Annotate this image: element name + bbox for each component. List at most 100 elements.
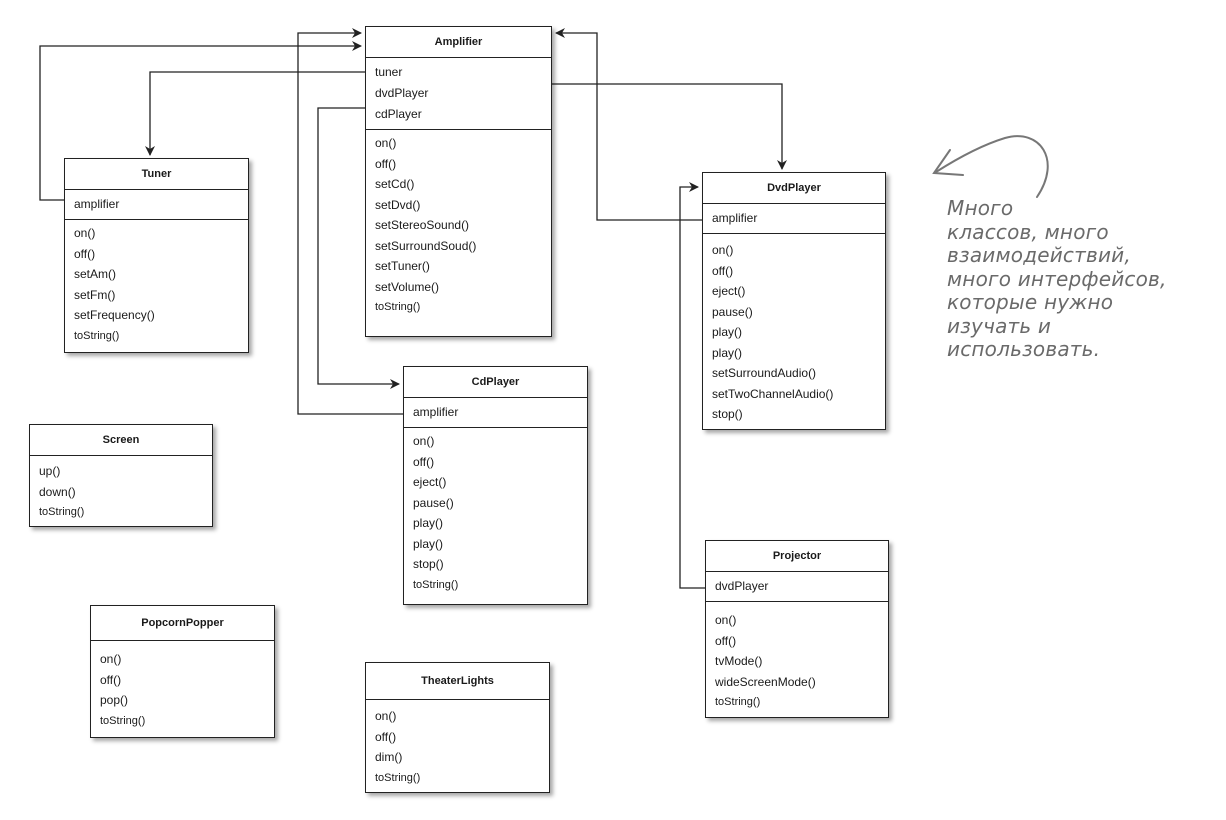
class-projector: Projector dvdPlayer on() off() tvMode() …: [705, 540, 889, 718]
method: dim(): [375, 750, 403, 764]
attribute: dvdPlayer: [375, 86, 429, 100]
attribute: dvdPlayer: [715, 579, 769, 593]
method: stop(): [712, 407, 743, 421]
attribute: amplifier: [413, 405, 459, 419]
class-title: Tuner: [65, 159, 248, 190]
method: toString(): [375, 771, 421, 784]
methods: on() off() setCd() setDvd() setStereoSou…: [366, 130, 551, 318]
method: pop(): [100, 693, 129, 707]
attribute: tuner: [375, 65, 403, 79]
method: on(): [712, 243, 734, 257]
attributes: amplifier: [65, 190, 248, 220]
method: stop(): [413, 557, 444, 571]
method: setTuner(): [375, 259, 430, 273]
class-amplifier: Amplifier tuner dvdPlayer cdPlayer on() …: [365, 26, 552, 337]
class-tuner: Tuner amplifier on() off() setAm() setFm…: [64, 158, 249, 353]
method: toString(): [74, 329, 120, 342]
methods: on() off() eject() pause() play() play()…: [404, 428, 587, 595]
method: play(): [712, 325, 743, 339]
handwritten-note: Много классов, много взаимодействий, мно…: [947, 196, 1217, 362]
method: tvMode(): [715, 654, 763, 668]
attribute: amplifier: [712, 211, 758, 225]
method: off(): [375, 156, 397, 171]
method: off(): [715, 633, 737, 648]
method: eject(): [413, 475, 447, 489]
method: on(): [100, 652, 122, 666]
method: on(): [413, 434, 435, 448]
methods: on() off() setAm() setFm() setFrequency(…: [65, 220, 248, 346]
method: toString(): [39, 506, 85, 518]
method: setAm(): [74, 267, 116, 281]
method: off(): [712, 263, 734, 278]
connector-amplifier-to-dvdplayer: [552, 83, 787, 170]
method: off(): [413, 454, 435, 469]
method: on(): [375, 709, 397, 723]
callout-arrowhead: [932, 149, 964, 176]
connector-cdplayer-to-amplifier: [297, 28, 403, 415]
method: on(): [715, 613, 737, 627]
method: off(): [375, 729, 397, 744]
method: play(): [413, 536, 444, 551]
attributes: dvdPlayer: [706, 572, 888, 602]
class-dvdplayer: DvdPlayer amplifier on() off() eject() p…: [702, 172, 886, 430]
methods: on() off() pop() toString(): [91, 641, 274, 731]
class-cdplayer: CdPlayer amplifier on() off() eject() pa…: [403, 366, 588, 605]
class-title: Amplifier: [366, 27, 551, 58]
class-screen: Screen up() down() toString(): [29, 424, 213, 527]
method: setFm(): [74, 287, 116, 302]
connector-amplifier-to-tuner: [145, 71, 365, 156]
method: up(): [39, 464, 61, 478]
method: setSurroundAudio(): [712, 366, 817, 380]
method: setStereoSound(): [375, 218, 470, 232]
method: on(): [375, 136, 397, 150]
note-line: взаимодействий,: [947, 243, 1131, 267]
method: eject(): [712, 284, 746, 298]
connector-amplifier-to-cdplayer: [317, 107, 400, 389]
method: pause(): [413, 495, 454, 510]
method: pause(): [712, 304, 753, 319]
note-line: которые нужно: [947, 290, 1114, 314]
attributes: amplifier: [703, 204, 885, 234]
class-popcorn-popper: PopcornPopper on() off() pop() toString(…: [90, 605, 275, 738]
method: toString(): [100, 714, 146, 727]
class-title: PopcornPopper: [91, 606, 274, 641]
class-title: CdPlayer: [404, 367, 587, 398]
note-line: использовать.: [947, 337, 1101, 361]
method: toString(): [375, 301, 421, 313]
method: play(): [413, 516, 444, 530]
note-line: много интерфейсов,: [947, 266, 1167, 291]
method: setTwoChannelAudio(): [712, 386, 834, 401]
attribute: amplifier: [74, 197, 120, 211]
method: setFrequency(): [74, 308, 155, 322]
method: off(): [74, 246, 96, 261]
class-title: Projector: [706, 541, 888, 572]
methods: on() off() dim() toString(): [366, 700, 549, 788]
methods: on() off() tvMode() wideScreenMode() toS…: [706, 602, 888, 713]
attributes: amplifier: [404, 398, 587, 428]
note-line: Много: [947, 196, 1014, 220]
method: wideScreenMode(): [715, 674, 816, 689]
connector-dvdplayer-to-amplifier: [555, 28, 702, 221]
class-title: DvdPlayer: [703, 173, 885, 204]
class-theater-lights: TheaterLights on() off() dim() toString(…: [365, 662, 550, 793]
method: toString(): [413, 578, 459, 591]
class-title: TheaterLights: [366, 663, 549, 700]
method: down(): [39, 484, 76, 499]
method: setVolume(): [375, 279, 440, 294]
connector-tuner-to-amplifier: [39, 41, 362, 201]
note-line: классов, много: [947, 219, 1109, 244]
class-title: Screen: [30, 425, 212, 456]
method: setDvd(): [375, 197, 421, 212]
methods: on() off() eject() pause() play() play()…: [703, 234, 885, 425]
method: off(): [100, 672, 122, 687]
method: play(): [712, 345, 743, 360]
method: setCd(): [375, 177, 415, 191]
method: setSurroundSoud(): [375, 238, 477, 253]
callout-arrow: [935, 135, 1049, 198]
note-line: изучать и: [947, 313, 1052, 338]
attribute: cdPlayer: [375, 107, 422, 121]
method: on(): [74, 226, 96, 240]
attributes: tuner dvdPlayer cdPlayer: [366, 58, 551, 130]
